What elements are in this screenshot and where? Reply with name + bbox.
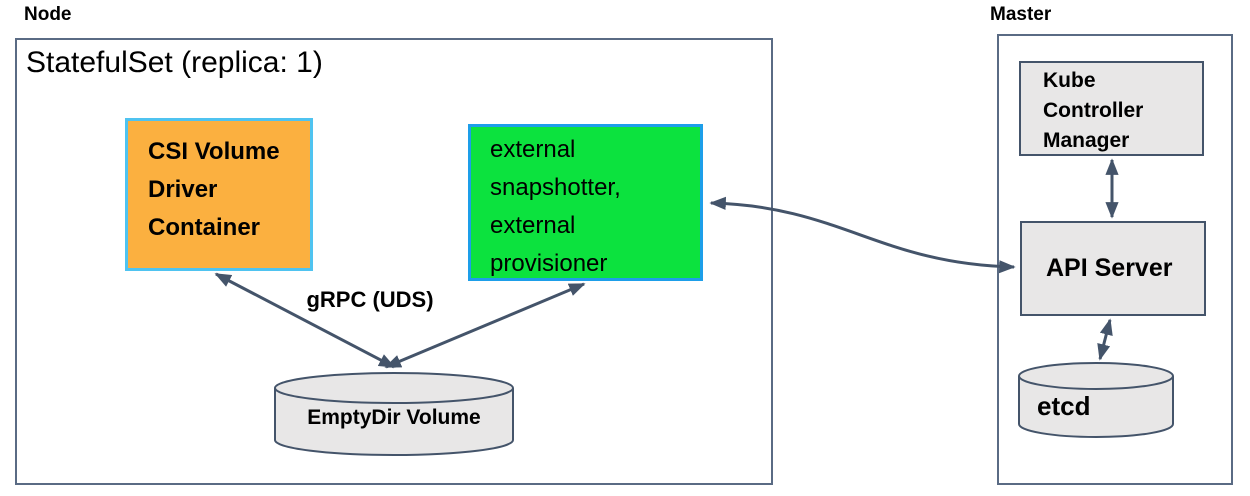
external-sidecar-box: external snapshotter, external provision… [468,124,703,281]
emptydir-volume-label: EmptyDir Volume [307,406,481,429]
api-server-box: API Server [1020,221,1206,316]
etcd-cylinder [1018,362,1174,438]
external-apiserver-arrow [709,196,1016,274]
etcd-label: etcd [1037,391,1091,421]
kube-controller-manager-box: Kube Controller Manager [1019,61,1204,156]
apiserver-etcd-arrow [1097,318,1113,361]
csi-volume-driver-box: CSI Volume Driver Container [125,118,313,271]
external-emptydir-arrow [384,282,586,369]
grpc-uds-label: gRPC (UDS) [306,287,434,312]
emptydir-volume-cylinder [274,372,514,456]
csi-emptydir-arrow [214,272,396,369]
statefulset-title: StatefulSet (replica: 1) [26,46,323,79]
node-region-label: Node [24,4,72,25]
master-region-label: Master [990,4,1052,25]
